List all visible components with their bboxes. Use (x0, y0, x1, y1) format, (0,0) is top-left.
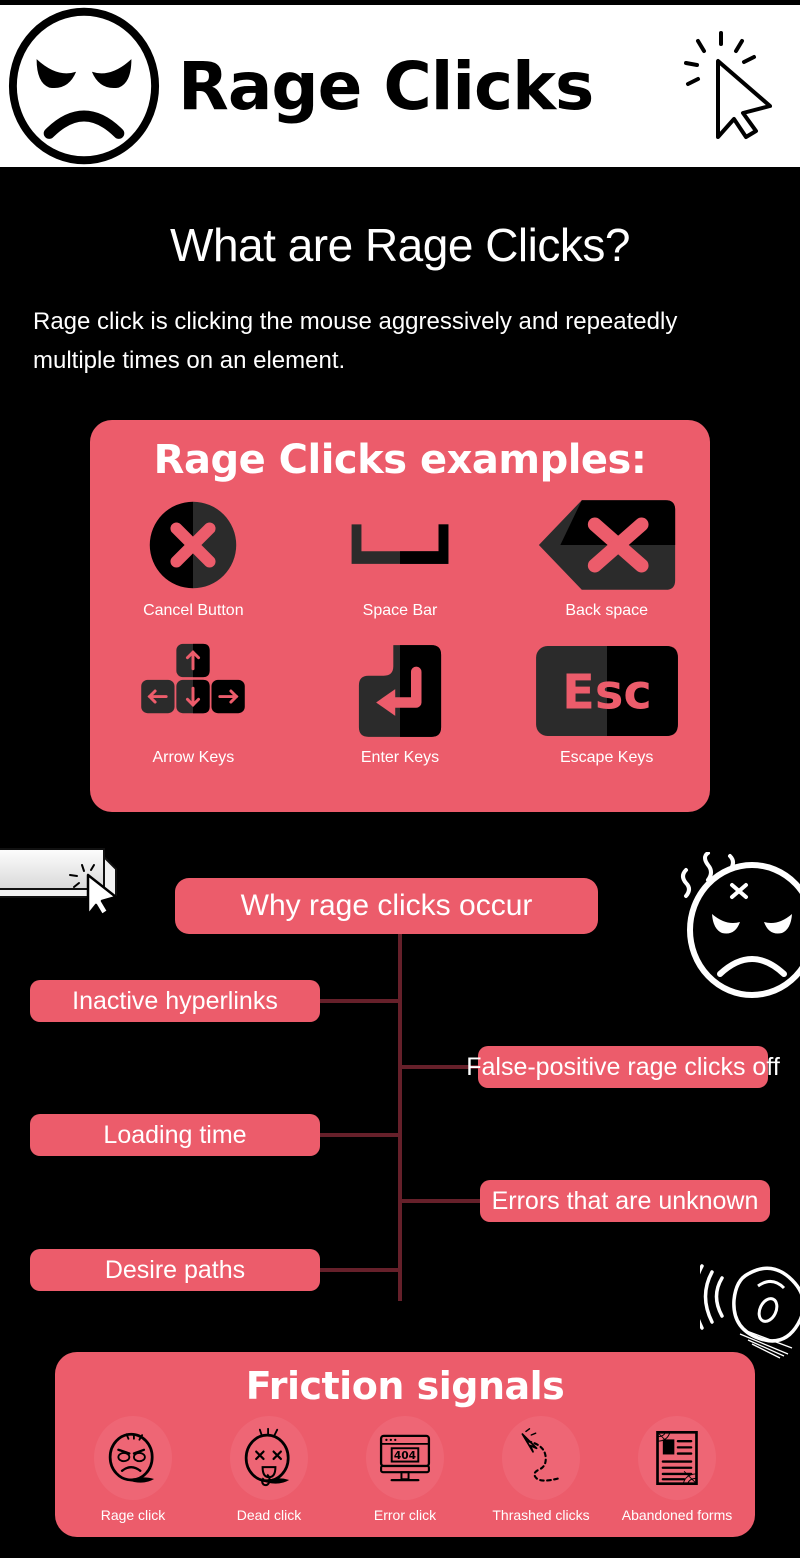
friction-label: Thrashed clicks (492, 1507, 590, 1523)
mindmap-trunk (398, 934, 402, 1301)
dead-face-icon (244, 1427, 290, 1487)
example-arrow-keys[interactable]: Arrow Keys (90, 642, 297, 767)
click-cursor-icon (684, 31, 772, 139)
example-label: Arrow Keys (152, 749, 235, 766)
friction-item-rage-click[interactable]: Rage click (65, 1416, 201, 1523)
mindmap-node-loading-time[interactable]: Loading time (30, 1114, 320, 1156)
friction-item-thrashed-clicks[interactable]: Thrashed clicks (473, 1416, 609, 1523)
friction-items-row: Rage click Dead click (55, 1416, 755, 1523)
space-bar-icon (351, 524, 449, 564)
angry-face-icon (108, 1432, 155, 1483)
error-code-text: 404 (394, 1449, 416, 1462)
mindmap: Why rage clicks occur Inactive hyperlink… (0, 830, 800, 1330)
page-title: Rage Clicks (178, 47, 594, 125)
examples-card: Rage Clicks examples: Cancel Button (90, 420, 710, 812)
mindmap-node-inactive-hyperlinks[interactable]: Inactive hyperlinks (30, 980, 320, 1022)
angry-face-steam-icon (681, 852, 800, 998)
example-escape-keys[interactable]: Esc Escape Keys (503, 642, 710, 767)
section-heading: What are Rage Clicks? (170, 219, 630, 271)
squiggly-cursor-path-icon (521, 1428, 560, 1482)
cancel-circle-x-icon (150, 501, 237, 589)
angry-face-icon (8, 7, 160, 165)
friction-item-abandoned-forms[interactable]: Abandoned forms (609, 1416, 745, 1523)
mindmap-node-desire-paths[interactable]: Desire paths (30, 1249, 320, 1291)
examples-row-1: Cancel Button Space Bar (90, 497, 710, 620)
mindmap-connector (398, 1065, 480, 1069)
friction-label: Error click (373, 1507, 437, 1523)
backspace-x-icon (538, 500, 675, 590)
mindmap-connector (398, 1199, 482, 1203)
friction-label: Dead click (236, 1507, 302, 1523)
examples-row-2: Arrow Keys Enter Keys Esc (90, 642, 710, 767)
button-click-icon (0, 848, 118, 917)
computer-mouse-icon (700, 1264, 800, 1359)
mindmap-connector (320, 999, 400, 1003)
monitor-404-icon: 404 (379, 1434, 431, 1482)
friction-label: Rage click (100, 1507, 166, 1523)
example-back-space[interactable]: Back space (503, 497, 710, 620)
friction-title: Friction signals (245, 1364, 565, 1408)
example-enter-keys[interactable]: Enter Keys (297, 642, 504, 767)
example-label: Escape Keys (559, 749, 654, 766)
header-banner: Rage Clicks (0, 0, 800, 172)
cobweb-document-icon (656, 1430, 698, 1486)
example-label: Cancel Button (143, 602, 244, 619)
friction-item-dead-click[interactable]: Dead click (201, 1416, 337, 1523)
mindmap-connector (320, 1268, 400, 1272)
mindmap-root-node[interactable]: Why rage clicks occur (175, 878, 598, 934)
escape-key-label: Esc (562, 665, 652, 720)
mindmap-node-errors-unknown[interactable]: Errors that are unknown (480, 1180, 770, 1222)
mindmap-node-false-positive[interactable]: False-positive rage clicks off (466, 1046, 780, 1088)
arrow-keys-icon (141, 643, 246, 714)
friction-label: Abandoned forms (621, 1507, 733, 1523)
enter-key-icon (358, 645, 442, 737)
example-label: Space Bar (362, 602, 438, 619)
mindmap-connector (320, 1133, 400, 1137)
escape-key-icon: Esc (535, 645, 678, 737)
friction-item-error-click[interactable]: 404 Error click (337, 1416, 473, 1523)
example-label: Enter Keys (360, 749, 440, 766)
intro-paragraph: Rage click is clicking the mouse aggress… (33, 308, 678, 374)
example-label: Back space (565, 602, 649, 619)
example-cancel-button[interactable]: Cancel Button (90, 497, 297, 620)
examples-title: Rage Clicks examples: (153, 437, 647, 483)
friction-signals-card: Friction signals Rage click (55, 1352, 755, 1537)
example-space-bar[interactable]: Space Bar (297, 497, 504, 620)
